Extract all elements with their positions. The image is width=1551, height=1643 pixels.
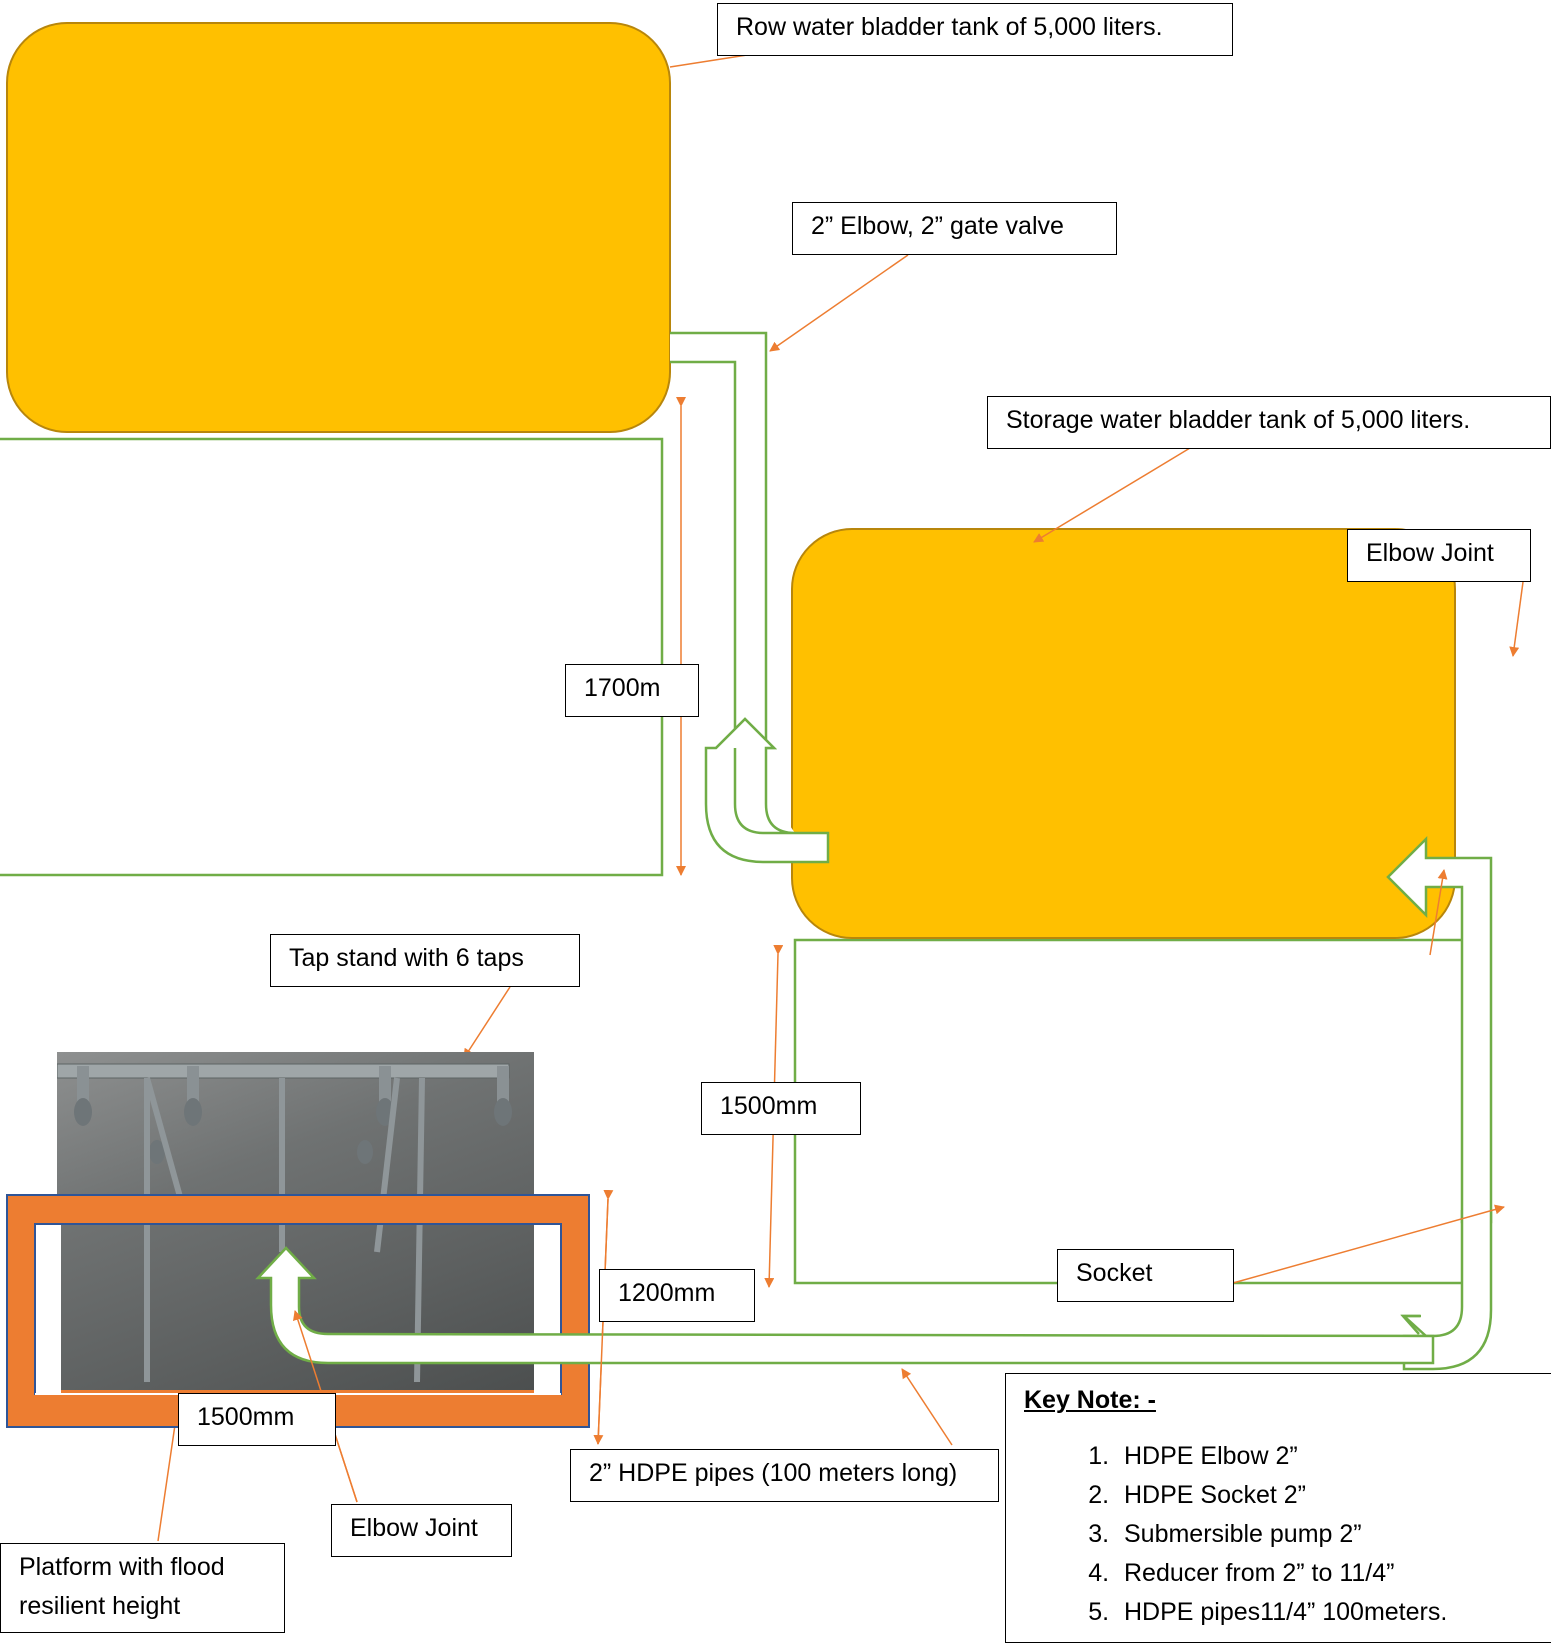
raw-tank-label: Row water bladder tank of 5,000 liters. xyxy=(717,3,1233,56)
storage-tank-label: Storage water bladder tank of 5,000 lite… xyxy=(987,396,1551,449)
socket-label: Socket xyxy=(1057,1249,1234,1302)
key-note-item: Submersible pump 2” xyxy=(1116,1515,1546,1554)
leader-storage-tank xyxy=(1033,447,1191,543)
key-note-box: Key Note: - HDPE Elbow 2” HDPE Socket 2”… xyxy=(1005,1373,1551,1643)
leader-elbow-joint-right xyxy=(1509,581,1524,657)
pipe-arrow-tip-bottom xyxy=(1400,1314,1421,1335)
leader-socket xyxy=(1232,1204,1505,1284)
leader-gate-valve xyxy=(769,254,909,352)
key-note-title: Key Note: - xyxy=(1024,1386,1156,1414)
dimension-1500-right-label: 1500mm xyxy=(701,1082,861,1135)
key-note-item: Reducer from 2” to 11/4” xyxy=(1116,1554,1546,1593)
leader-raw-tank xyxy=(669,54,748,68)
platform-label: Platform with flood resilient height xyxy=(0,1543,285,1633)
hdpe-pipes-label: 2” HDPE pipes (100 meters long) xyxy=(570,1449,999,1502)
leader-elbow-top xyxy=(1429,869,1448,956)
elbow-joint-right-label: Elbow Joint xyxy=(1347,529,1531,582)
key-note-item: HDPE Elbow 2” xyxy=(1116,1437,1546,1476)
leader-tap-stand xyxy=(463,986,511,1059)
leader-platform xyxy=(157,1417,177,1542)
storage-water-bladder-tank xyxy=(791,528,1456,939)
gate-valve-label: 2” Elbow, 2” gate valve xyxy=(792,202,1117,255)
tap-stand-label: Tap stand with 6 taps xyxy=(270,934,580,987)
elbow-joint-bottom-label: Elbow Joint xyxy=(331,1504,512,1557)
hdpe-pipe-to-tap-stand xyxy=(255,1246,1435,1365)
elbow-arrow-into-storage xyxy=(704,717,830,864)
elbow-pipe-bottom-right xyxy=(1402,1210,1493,1371)
platform-inner-left xyxy=(35,1224,61,1394)
platform-inner-right xyxy=(534,1224,560,1394)
dimension-1200-label: 1200mm xyxy=(599,1269,755,1322)
key-note-item: HDPE pipes11/4” 100meters. xyxy=(1116,1593,1546,1632)
raw-tank-stand-frame xyxy=(0,437,664,877)
raw-water-bladder-tank xyxy=(6,22,671,433)
leader-hdpe-pipes xyxy=(901,1368,953,1446)
dimension-1700-label: 1700m xyxy=(565,664,699,717)
dimension-1500-bottom-label: 1500mm xyxy=(178,1393,336,1446)
key-note-item: HDPE Socket 2” xyxy=(1116,1476,1546,1515)
key-note-list: HDPE Elbow 2” HDPE Socket 2” Submersible… xyxy=(1024,1437,1546,1632)
